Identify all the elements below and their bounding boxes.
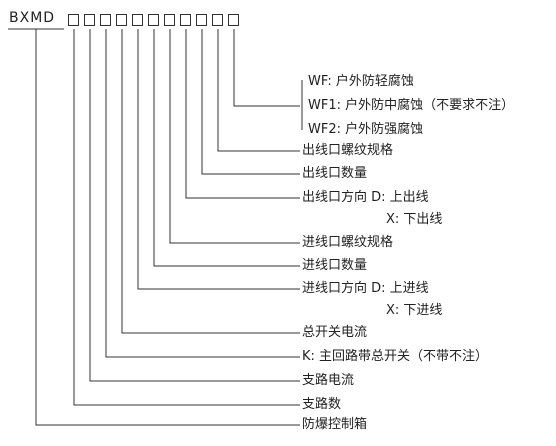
- label-branch-current: 支路电流: [302, 373, 355, 388]
- label-wf: WF: 户外防轻腐蚀: [308, 74, 414, 89]
- code-box: [132, 14, 143, 26]
- label-in-dir: 进线口方向 D: 上进线: [302, 281, 429, 296]
- leader-branch-current: [89, 29, 300, 382]
- code-box: [228, 14, 239, 26]
- label-out-dir-x: X: 下出线: [386, 212, 443, 227]
- label-main-current: 总开关电流: [302, 325, 368, 340]
- label-in-dir-x: X: 下进线: [386, 303, 443, 318]
- label-in-thread: 进线口螺纹规格: [302, 235, 394, 250]
- leader-in-dir: [137, 29, 300, 290]
- code-box: [84, 14, 95, 26]
- code-box: [164, 14, 175, 26]
- code-box: [100, 14, 111, 26]
- code-box: [148, 14, 159, 26]
- label-wf2: WF2: 户外防强腐蚀: [308, 122, 424, 137]
- label-in-count: 进线口数量: [302, 258, 368, 273]
- leader-out-dir: [185, 29, 300, 199]
- label-out-thread: 出线口螺纹规格: [302, 143, 394, 158]
- label-wf1: WF1: 户外防中腐蚀（不要求不注）: [308, 98, 515, 113]
- code-box: [116, 14, 127, 26]
- leader-out-count: [201, 29, 300, 175]
- leader-wf: [233, 29, 300, 107]
- code-box: [68, 14, 79, 26]
- label-explosion-box: 防爆控制箱: [302, 417, 368, 432]
- leader-main-current: [121, 29, 300, 334]
- leader-explosion-box: [35, 29, 300, 426]
- code-box: [212, 14, 223, 26]
- label-out-dir: 出线口方向 D: 上出线: [302, 190, 429, 205]
- leader-out-thread: [217, 29, 300, 152]
- leader-in-count: [153, 29, 300, 267]
- code-box: [196, 14, 207, 26]
- label-k-switch: K: 主回路带总开关（不带不注）: [302, 349, 489, 364]
- leader-in-thread: [169, 29, 300, 244]
- code-box: [180, 14, 191, 26]
- label-branch-count: 支路数: [302, 397, 342, 412]
- leader-k-switch: [105, 29, 300, 358]
- label-out-count: 出线口数量: [302, 166, 368, 181]
- leader-branch-count: [73, 29, 300, 406]
- model-code: BXMD: [9, 10, 56, 26]
